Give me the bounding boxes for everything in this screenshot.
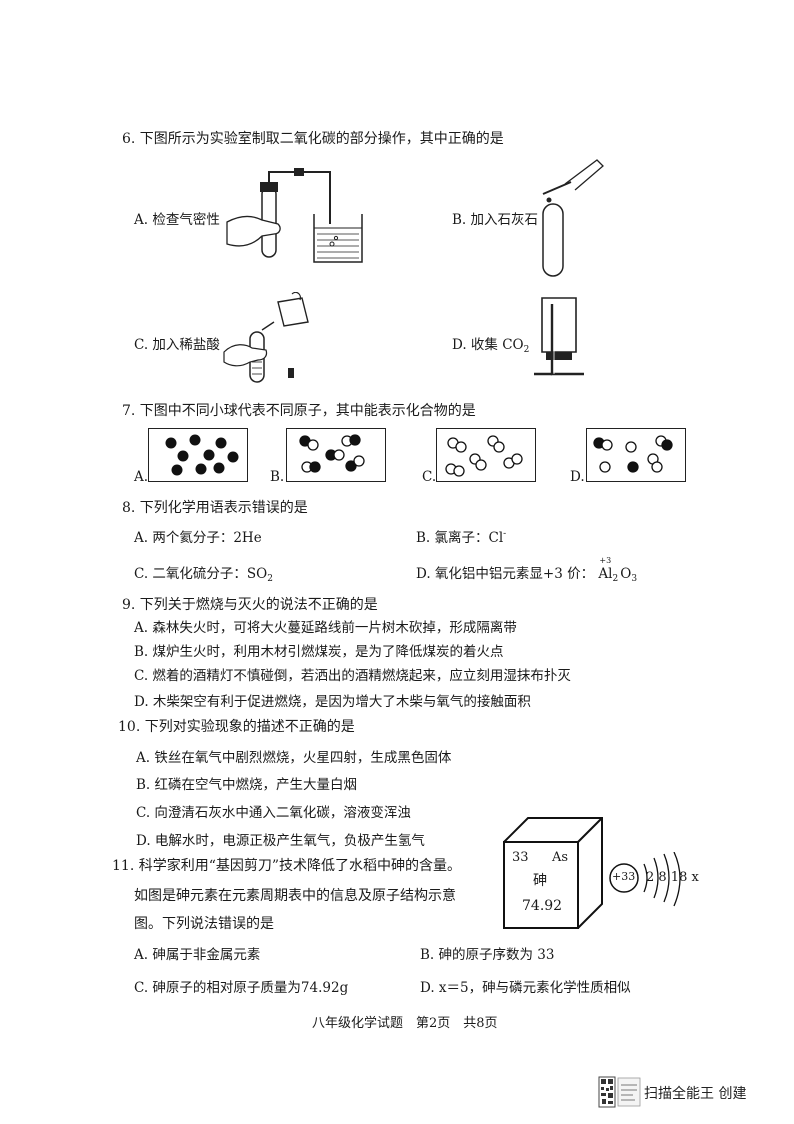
q10-option-c: C. 向澄清石灰水中通入二氧化碳，溶液变浑浊 bbox=[136, 805, 411, 821]
q9-option-b: B. 煤炉生火时，利用木材引燃煤炭，是为了降低煤炭的着火点 bbox=[134, 644, 504, 660]
atomic-shells-electrons: 2 8 18 x bbox=[646, 870, 699, 885]
q8-option-b: B. 氯离子：Cl- bbox=[416, 526, 506, 546]
q11-stem-line3: 图。下列说法错误的是 bbox=[134, 916, 274, 932]
q8-option-c: C. 二氧化硫分子：SO2 bbox=[134, 562, 273, 584]
q11-stem-line2: 如图是砷元素在元素周期表中的信息及原子结构示意 bbox=[134, 888, 456, 904]
collecting-co2-illustration bbox=[534, 297, 584, 376]
q7-molecules-d bbox=[593, 435, 673, 473]
q6-option-d: D. 收集 CO2 bbox=[452, 333, 529, 355]
q9-option-d: D. 木柴架空有利于促进燃烧，是因为增大了木柴与氧气的接触面积 bbox=[134, 694, 531, 710]
q8-option-b-text: B. 氯离子：Cl bbox=[416, 530, 504, 546]
q10-stem: 10. 下列对实验现象的描述不正确的是 bbox=[118, 719, 355, 735]
element-symbol: As bbox=[552, 850, 569, 865]
q9-option-a: A. 森林失火时，可将大火蔓延路线前一片树木砍掉，形成隔离带 bbox=[134, 620, 517, 636]
q11-option-a: A. 砷属于非金属元素 bbox=[134, 947, 261, 963]
atomic-shells bbox=[609, 852, 681, 907]
q6-option-a: A. 检查气密性 bbox=[134, 212, 220, 228]
q7-box-c bbox=[436, 428, 536, 482]
q7-box-a bbox=[148, 428, 248, 482]
q8-option-b-superscript: - bbox=[503, 529, 507, 539]
q8-option-d-sub2: 2 bbox=[612, 574, 619, 584]
q7-label-c: C. bbox=[422, 469, 437, 485]
q8-option-c-subscript: 2 bbox=[267, 574, 273, 584]
adding-acid-illustration bbox=[223, 292, 309, 383]
periodic-cell-frame bbox=[503, 817, 603, 929]
q7-box-d bbox=[586, 428, 686, 482]
q11-option-c: C. 砷原子的相对原子质量为74.92g bbox=[134, 980, 349, 996]
q7-molecules-a bbox=[165, 434, 239, 476]
q6-option-b: B. 加入石灰石 bbox=[452, 212, 539, 228]
periodic-table-cell: 33 As 砷 74.92 bbox=[500, 812, 606, 934]
q6-stem: 6. 下图所示为实验室制取二氧化碳的部分操作，其中正确的是 bbox=[122, 131, 504, 147]
q9-option-c: C. 燃着的酒精灯不慎碰倒，若洒出的酒精燃烧起来，应立刻用湿抹布扑灭 bbox=[134, 668, 571, 684]
q8-option-a: A. 两个氦分子：2He bbox=[134, 530, 262, 546]
adding-limestone-illustration bbox=[542, 159, 604, 277]
q10-option-b: B. 红磷在空气中燃烧，产生大量白烟 bbox=[136, 777, 358, 793]
q7-molecules-b bbox=[299, 434, 365, 473]
q9-stem: 9. 下列关于燃烧与灭火的说法不正确的是 bbox=[122, 597, 378, 613]
atomic-structure-diagram: +33 bbox=[608, 852, 690, 908]
scanner-logo bbox=[598, 1076, 642, 1110]
q11-option-b: B. 砷的原子序数为 33 bbox=[420, 947, 555, 963]
atomic-nucleus: +33 bbox=[612, 870, 636, 883]
q8-option-d-o: O bbox=[620, 566, 632, 582]
q7-box-b bbox=[286, 428, 386, 482]
q11-stem-line1: 11. 科学家利用“基因剪刀”技术降低了水稻中砷的含量。 bbox=[112, 858, 462, 874]
q7-label-b: B. bbox=[270, 469, 285, 485]
element-name: 砷 bbox=[533, 873, 547, 889]
q7-molecules-c bbox=[445, 435, 523, 477]
q7-label-a: A. bbox=[134, 469, 149, 485]
qr-code-icon bbox=[598, 1076, 641, 1108]
q6-option-d-subscript: 2 bbox=[523, 345, 530, 355]
watermark-text: 扫描全能王 创建 bbox=[644, 1086, 747, 1102]
q7-label-d: D. bbox=[570, 469, 585, 485]
q7-stem: 7. 下图中不同小球代表不同原子，其中能表示化合物的是 bbox=[122, 403, 476, 419]
q8-option-d-al: Al bbox=[598, 566, 613, 582]
q6-option-c: C. 加入稀盐酸 bbox=[134, 337, 220, 353]
q6-option-d-text: D. 收集 CO bbox=[452, 337, 524, 353]
q11-option-d: D. x＝5，砷与磷元素化学性质相似 bbox=[420, 980, 631, 996]
q8-stem: 8. 下列化学用语表示错误的是 bbox=[122, 500, 308, 516]
q8-option-d-charge: +3 bbox=[599, 556, 612, 565]
airtightness-check-illustration bbox=[226, 168, 363, 263]
element-number: 33 bbox=[512, 850, 529, 865]
q8-option-d-text: D. 氧化铝中铝元素显+3 价： bbox=[416, 566, 595, 582]
q10-option-d: D. 电解水时，电源正极产生氧气，负极产生氢气 bbox=[136, 833, 425, 849]
q8-option-c-text: C. 二氧化硫分子：SO bbox=[134, 566, 268, 582]
q8-option-d-sub3: 3 bbox=[631, 574, 638, 584]
element-mass: 74.92 bbox=[522, 898, 563, 914]
page-footer: 八年级化学试题 第2页 共8页 bbox=[312, 1016, 498, 1031]
q10-option-a: A. 铁丝在氧气中剧烈燃烧，火星四射，生成黑色固体 bbox=[136, 750, 452, 766]
